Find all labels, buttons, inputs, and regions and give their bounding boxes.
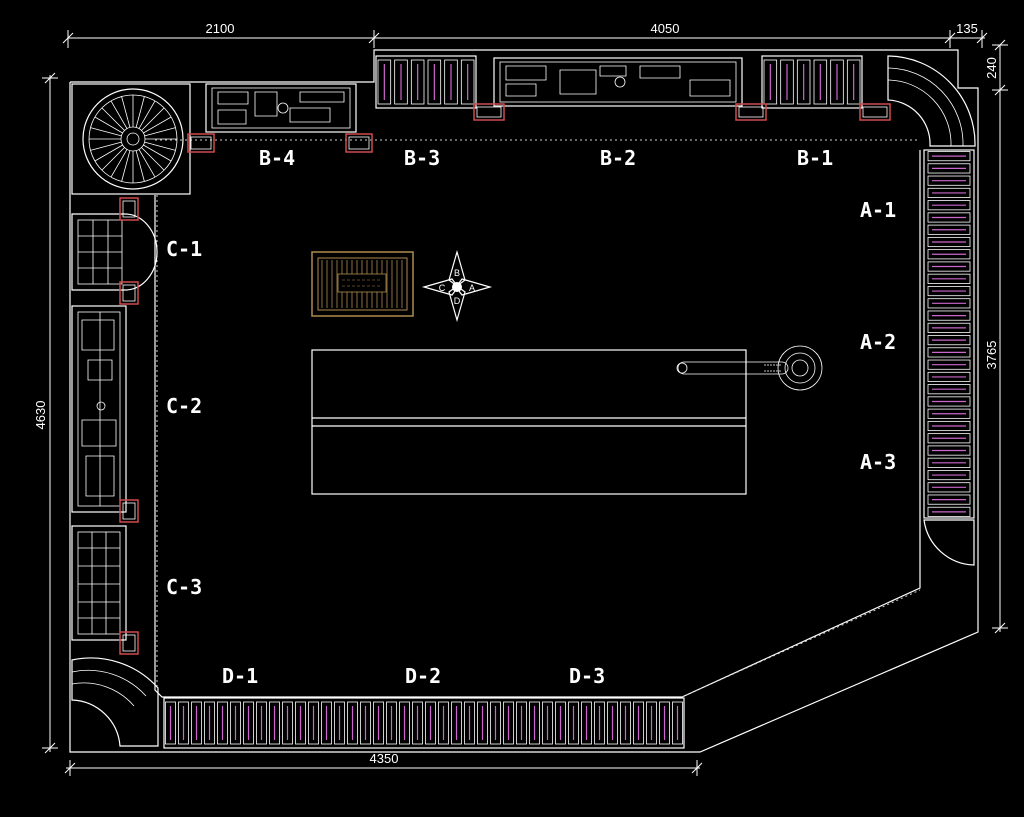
dimension-bottom: 4350 [370,751,399,766]
display-panel-b4 [205,83,357,133]
shelf-run-d [163,697,685,749]
dimension-lines [42,30,1008,776]
dimension-top-left: 2100 [206,21,235,36]
inner-boundary [155,139,921,698]
zone-label-c1: C-1 [166,237,202,261]
shelf-unit-b1 [761,55,863,109]
zone-label-a1: A-1 [860,198,896,222]
tap-fixture [676,345,823,391]
zone-label-b2: B-2 [600,146,636,170]
dimension-left-main: 4630 [33,401,48,430]
compass-d-label: D [454,296,461,306]
compass-b-label: B [454,268,460,278]
zone-label-d3: D-3 [569,664,605,688]
corner-shelf-bottom-right [923,519,975,566]
zone-label-d1: D-1 [222,664,258,688]
zone-label-b3: B-3 [404,146,440,170]
display-panel-c2 [71,305,127,513]
wall-fixtures [119,103,891,655]
display-panel-c1 [71,213,158,291]
zone-label-c2: C-2 [166,394,202,418]
zone-label-b1: B-1 [797,146,833,170]
entrance-mat [311,251,414,317]
compass-c-label: C [439,283,446,293]
central-display-table [311,349,747,495]
zone-label-d2: D-2 [405,664,441,688]
display-panel-b2 [493,57,743,107]
compass-rose-icon: B D C A [421,249,493,323]
zone-label-a2: A-2 [860,330,896,354]
dimension-top-middle: 4050 [651,21,680,36]
display-panel-c3 [71,525,127,641]
shelf-unit-b3 [375,55,477,109]
outer-walls [69,49,979,753]
zone-label-b4: B-4 [259,146,295,170]
zone-label-c3: C-3 [166,575,202,599]
zone-label-a3: A-3 [860,450,896,474]
shelf-run-a [923,149,975,519]
dimension-right-main: 3765 [984,341,999,370]
corner-shelf-bottom-left [71,657,159,747]
compass-a-label: A [469,283,475,293]
dimension-top-right: 135 [956,21,978,36]
corner-shelf-top-right [887,55,976,147]
round-display-fixture [71,83,191,195]
dimension-right-top: 240 [984,57,999,79]
